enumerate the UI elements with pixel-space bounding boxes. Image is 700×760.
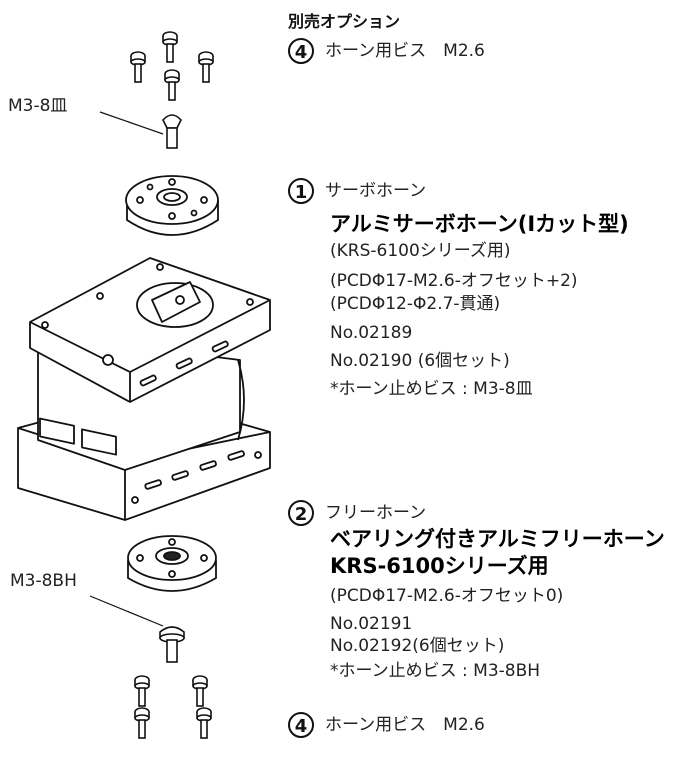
free-horn-line: No.02191 — [330, 614, 413, 634]
servo-horn-title: アルミサーボホーン(Iカット型) — [330, 212, 629, 236]
horn-screw-label: ホーン用ビス M2.6 — [325, 715, 485, 735]
countersunk-screw — [99, 111, 182, 149]
label-m3-8bh: M3-8BH — [10, 571, 77, 591]
item-number-badge: 4 — [288, 712, 314, 738]
free-horn-line: *ホーン止めビス : M3-8BH — [330, 661, 541, 681]
servo-body — [17, 257, 271, 521]
servo-horn-line: (PCDΦ12-Φ2.7-貫通) — [330, 294, 501, 314]
servo-horn-line: No.02189 — [330, 323, 413, 343]
servo-horn-line: (KRS-6100シリーズ用) — [330, 241, 511, 261]
bottom-screws — [134, 675, 212, 739]
item-number-badge: 4 — [288, 38, 314, 64]
optional-heading: 別売オプション — [288, 12, 401, 31]
top-screws — [130, 31, 214, 101]
item-number-badge: 1 — [288, 178, 314, 204]
free-horn-line: (PCDΦ17-M2.6-オフセット0) — [330, 586, 564, 606]
servo-horn-part — [125, 175, 219, 236]
free-horn-subtitle: KRS-6100シリーズ用 — [330, 554, 549, 578]
free-horn-part — [127, 535, 217, 592]
item-number-badge: 2 — [288, 500, 314, 526]
free-horn-line: No.02192(6個セット) — [330, 636, 505, 656]
servo-horn-line: No.02190 (6個セット) — [330, 351, 510, 371]
button-head-screw — [89, 595, 185, 663]
servo-horn-line: (PCDΦ17-M2.6-オフセット+2) — [330, 271, 578, 291]
free-horn-category: フリーホーン — [325, 503, 427, 523]
servo-horn-line: *ホーン止めビス : M3-8皿 — [330, 379, 533, 399]
label-m3-8-countersunk: M3-8皿 — [8, 96, 68, 116]
free-horn-title: ベアリング付きアルミフリーホーン — [330, 527, 665, 551]
horn-screw-label: ホーン用ビス M2.6 — [325, 41, 485, 61]
servo-horn-category: サーボホーン — [325, 181, 427, 201]
